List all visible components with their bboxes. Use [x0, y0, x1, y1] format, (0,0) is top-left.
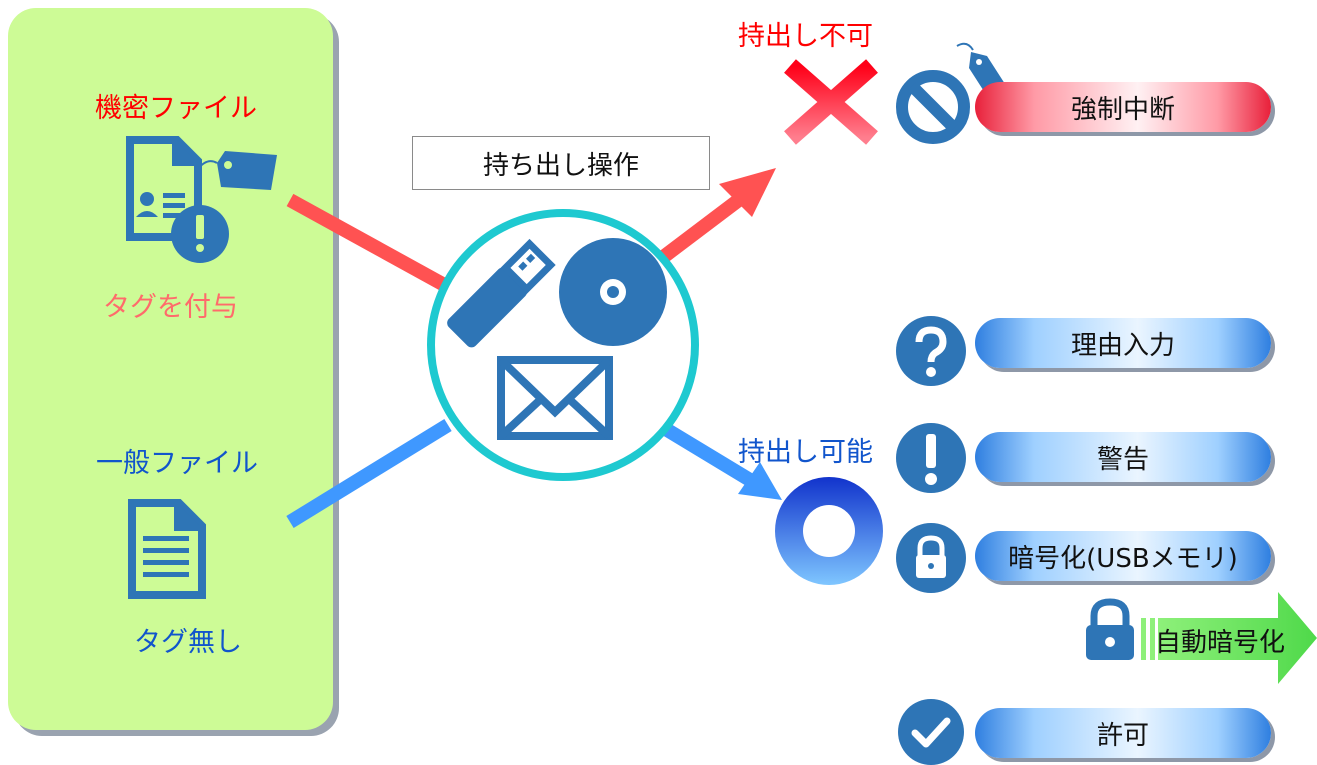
- warning-pill: 警告: [975, 432, 1271, 482]
- mail-icon: [497, 356, 613, 440]
- tag-applied-label: タグを付与: [103, 292, 238, 323]
- no-tag-label: タグ無し: [134, 627, 242, 658]
- auto-encrypt-label: 自動暗号化: [1155, 628, 1286, 658]
- force-stop-pill: 強制中断: [975, 82, 1271, 132]
- general-file-label: 一般ファイル: [96, 448, 258, 479]
- small-lock-icon: [1086, 598, 1134, 660]
- confidential-document-icon: [126, 136, 277, 263]
- question-icon: [896, 316, 966, 386]
- confidential-file-label: 機密ファイル: [95, 93, 257, 124]
- usb-icon: [447, 238, 556, 348]
- allowed-ring-icon: [775, 477, 883, 585]
- blue-arrowhead: [738, 462, 782, 500]
- blue-input-line: [286, 419, 452, 528]
- action-label-box: 持ち出し操作: [412, 136, 710, 190]
- auto-encrypt-arrow: [1141, 592, 1317, 684]
- encrypt-usb-pill: 暗号化(USBメモリ): [975, 531, 1271, 581]
- cross-icon: [784, 59, 878, 145]
- document-icon: [128, 499, 206, 599]
- blue-output-line: [660, 422, 754, 486]
- red-arrowhead: [719, 168, 776, 217]
- exclamation-icon: [896, 423, 966, 493]
- allowed-label: 持出し可能: [738, 437, 873, 468]
- reason-input-pill: 理由入力: [975, 318, 1271, 368]
- media-circle: [427, 209, 699, 481]
- cd-icon: [559, 238, 667, 346]
- check-icon: [898, 699, 964, 765]
- file-panel: [8, 8, 333, 730]
- not-allowed-label: 持出し不可: [738, 21, 873, 52]
- red-output-line: [657, 190, 749, 264]
- red-input-line: [286, 193, 452, 294]
- permit-pill: 許可: [975, 708, 1271, 758]
- lock-icon: [896, 523, 966, 593]
